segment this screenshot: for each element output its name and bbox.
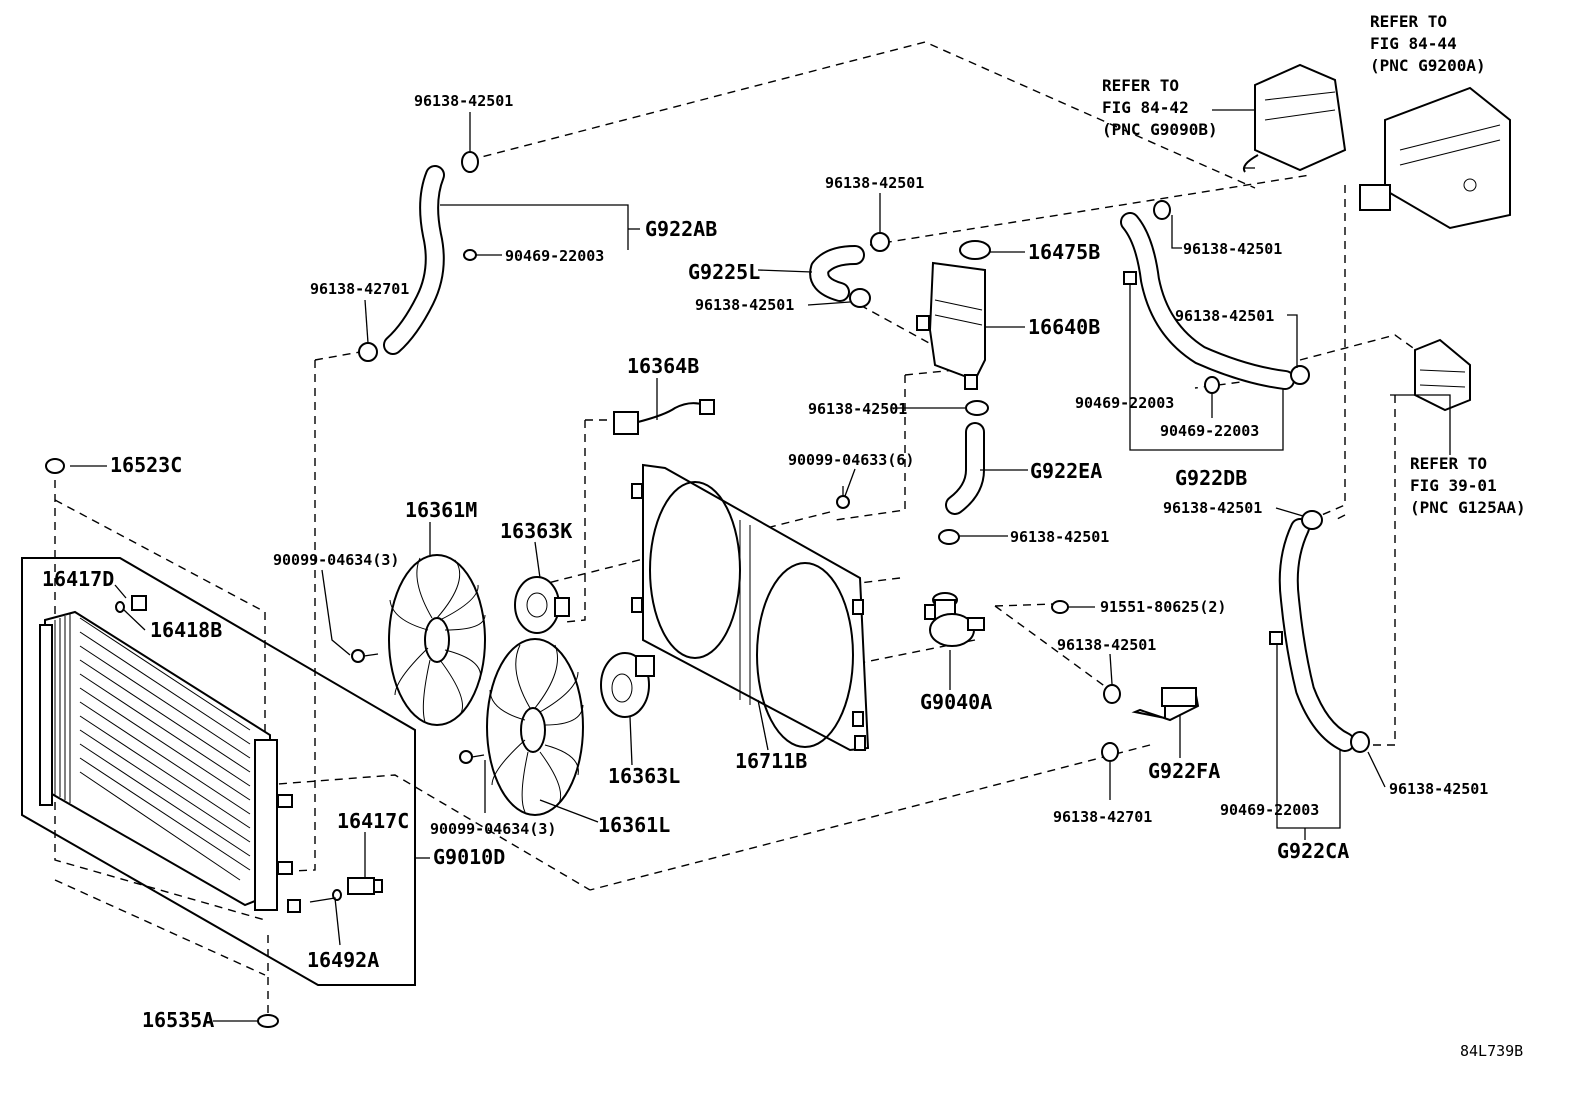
label-90469-22003-g922db-a: 90469-22003	[1075, 394, 1174, 412]
label-16363l: 16363L	[608, 764, 680, 788]
fan-blade-16361m	[388, 554, 486, 726]
ref1-line3: (PNC G9200A)	[1370, 56, 1486, 75]
label-96138-42501-g922fa: 96138-42501	[1057, 636, 1156, 654]
label-96138-42501-g922db-mid: 96138-42501	[1175, 307, 1274, 325]
label-g922fa: G922FA	[1148, 759, 1220, 783]
ref2-line3: (PNC G9090B)	[1102, 120, 1218, 139]
fan-motor-16363l	[600, 652, 655, 718]
label-96138-42501-g922ca-top: 96138-42501	[1163, 499, 1262, 517]
label-96138-42501-g9225l-top: 96138-42501	[825, 174, 924, 192]
label-16535a: 16535A	[142, 1008, 214, 1032]
ref2-line1: REFER TO	[1102, 76, 1179, 95]
hose-clamps	[358, 151, 1370, 762]
label-g9010d: G9010D	[433, 845, 505, 869]
fan-screws	[351, 486, 850, 764]
label-96138-42501-tank: 96138-42501	[808, 400, 907, 418]
label-16361m: 16361M	[405, 498, 477, 522]
label-16640b: 16640B	[1028, 315, 1100, 339]
ref3-line1: REFER TO	[1410, 454, 1487, 473]
inverter-reference-g9200a	[1359, 86, 1511, 230]
label-90099-04633: 90099-04633(6)	[788, 451, 914, 469]
reference-note-fig-84-42[interactable]: REFER TO FIG 84-42 (PNC G9090B)	[1102, 76, 1218, 139]
label-16475b: 16475B	[1028, 240, 1100, 264]
label-91551-80625: 91551-80625(2)	[1100, 598, 1226, 616]
label-90469-22003-g922ca: 90469-22003	[1220, 801, 1319, 819]
label-96138-42501-pump: 96138-42501	[1010, 528, 1109, 546]
part-number-labels: 96138-42501 G922AB 90469-22003 96138-427…	[42, 92, 1488, 1032]
label-g922ca: G922CA	[1277, 839, 1349, 863]
label-16363k: 16363K	[500, 519, 572, 543]
label-g922db: G922DB	[1175, 466, 1247, 490]
hose-g9225l	[809, 245, 865, 302]
reference-component-g125aa	[1414, 338, 1471, 412]
ref1-line1: REFER TO	[1370, 12, 1447, 31]
wire-harness-16364b	[613, 399, 715, 435]
label-g922ab: G922AB	[645, 217, 717, 241]
label-16364b: 16364B	[627, 354, 699, 378]
reference-note-fig-39-01[interactable]: REFER TO FIG 39-01 (PNC G125AA)	[1410, 454, 1526, 517]
label-96138-42701-left: 96138-42701	[310, 280, 409, 298]
label-16417c: 16417C	[337, 809, 409, 833]
reference-note-fig-84-44[interactable]: REFER TO FIG 84-44 (PNC G9200A)	[1370, 12, 1486, 75]
fan-motor-16363k	[514, 576, 570, 634]
label-90099-04634-upper: 90099-04634(3)	[273, 551, 399, 569]
hose-g922ea	[945, 422, 985, 515]
ref1-line2: FIG 84-44	[1370, 34, 1457, 53]
leader-lines	[70, 109, 1451, 1022]
ref3-line3: (PNC G125AA)	[1410, 498, 1526, 517]
label-96138-42501-top: 96138-42501	[414, 92, 513, 110]
figure-id: 84L739B	[1460, 1042, 1523, 1060]
reservoir-tank-16640b	[916, 240, 991, 390]
converter-reference-g9090b	[1242, 63, 1347, 173]
hose-g922fa	[1131, 687, 1200, 722]
label-g9225l: G9225L	[688, 260, 760, 284]
label-16492a: 16492A	[307, 948, 379, 972]
label-16417d: 16417D	[42, 567, 114, 591]
label-96138-42501-g9225l-bottom: 96138-42501	[695, 296, 794, 314]
hose-g922db	[1120, 212, 1295, 390]
label-16418b: 16418B	[150, 618, 222, 642]
radiator-assembly-group	[21, 557, 416, 986]
label-g922ea: G922EA	[1030, 459, 1102, 483]
fan-shroud-16711b	[631, 463, 870, 752]
ref2-line2: FIG 84-42	[1102, 98, 1189, 117]
label-16361l: 16361L	[598, 813, 670, 837]
label-96138-42701-lower: 96138-42701	[1053, 808, 1152, 826]
hose-g922ca	[1278, 518, 1355, 752]
fan-blade-16361l	[486, 638, 584, 816]
ref3-line2: FIG 39-01	[1410, 476, 1497, 495]
label-90099-04634-lower: 90099-04634(3)	[430, 820, 556, 838]
label-16711b: 16711B	[735, 749, 807, 773]
label-g9040a: G9040A	[920, 690, 992, 714]
label-96138-42501-g922ca-bottom: 96138-42501	[1389, 780, 1488, 798]
label-90469-22003-left: 90469-22003	[505, 247, 604, 265]
water-pump-g9040a	[924, 592, 985, 647]
label-16523c: 16523C	[110, 453, 182, 477]
label-90469-22003-g922db-b: 90469-22003	[1160, 422, 1259, 440]
hose-g922ab	[383, 165, 445, 355]
label-96138-42501-g922db-top: 96138-42501	[1183, 240, 1282, 258]
